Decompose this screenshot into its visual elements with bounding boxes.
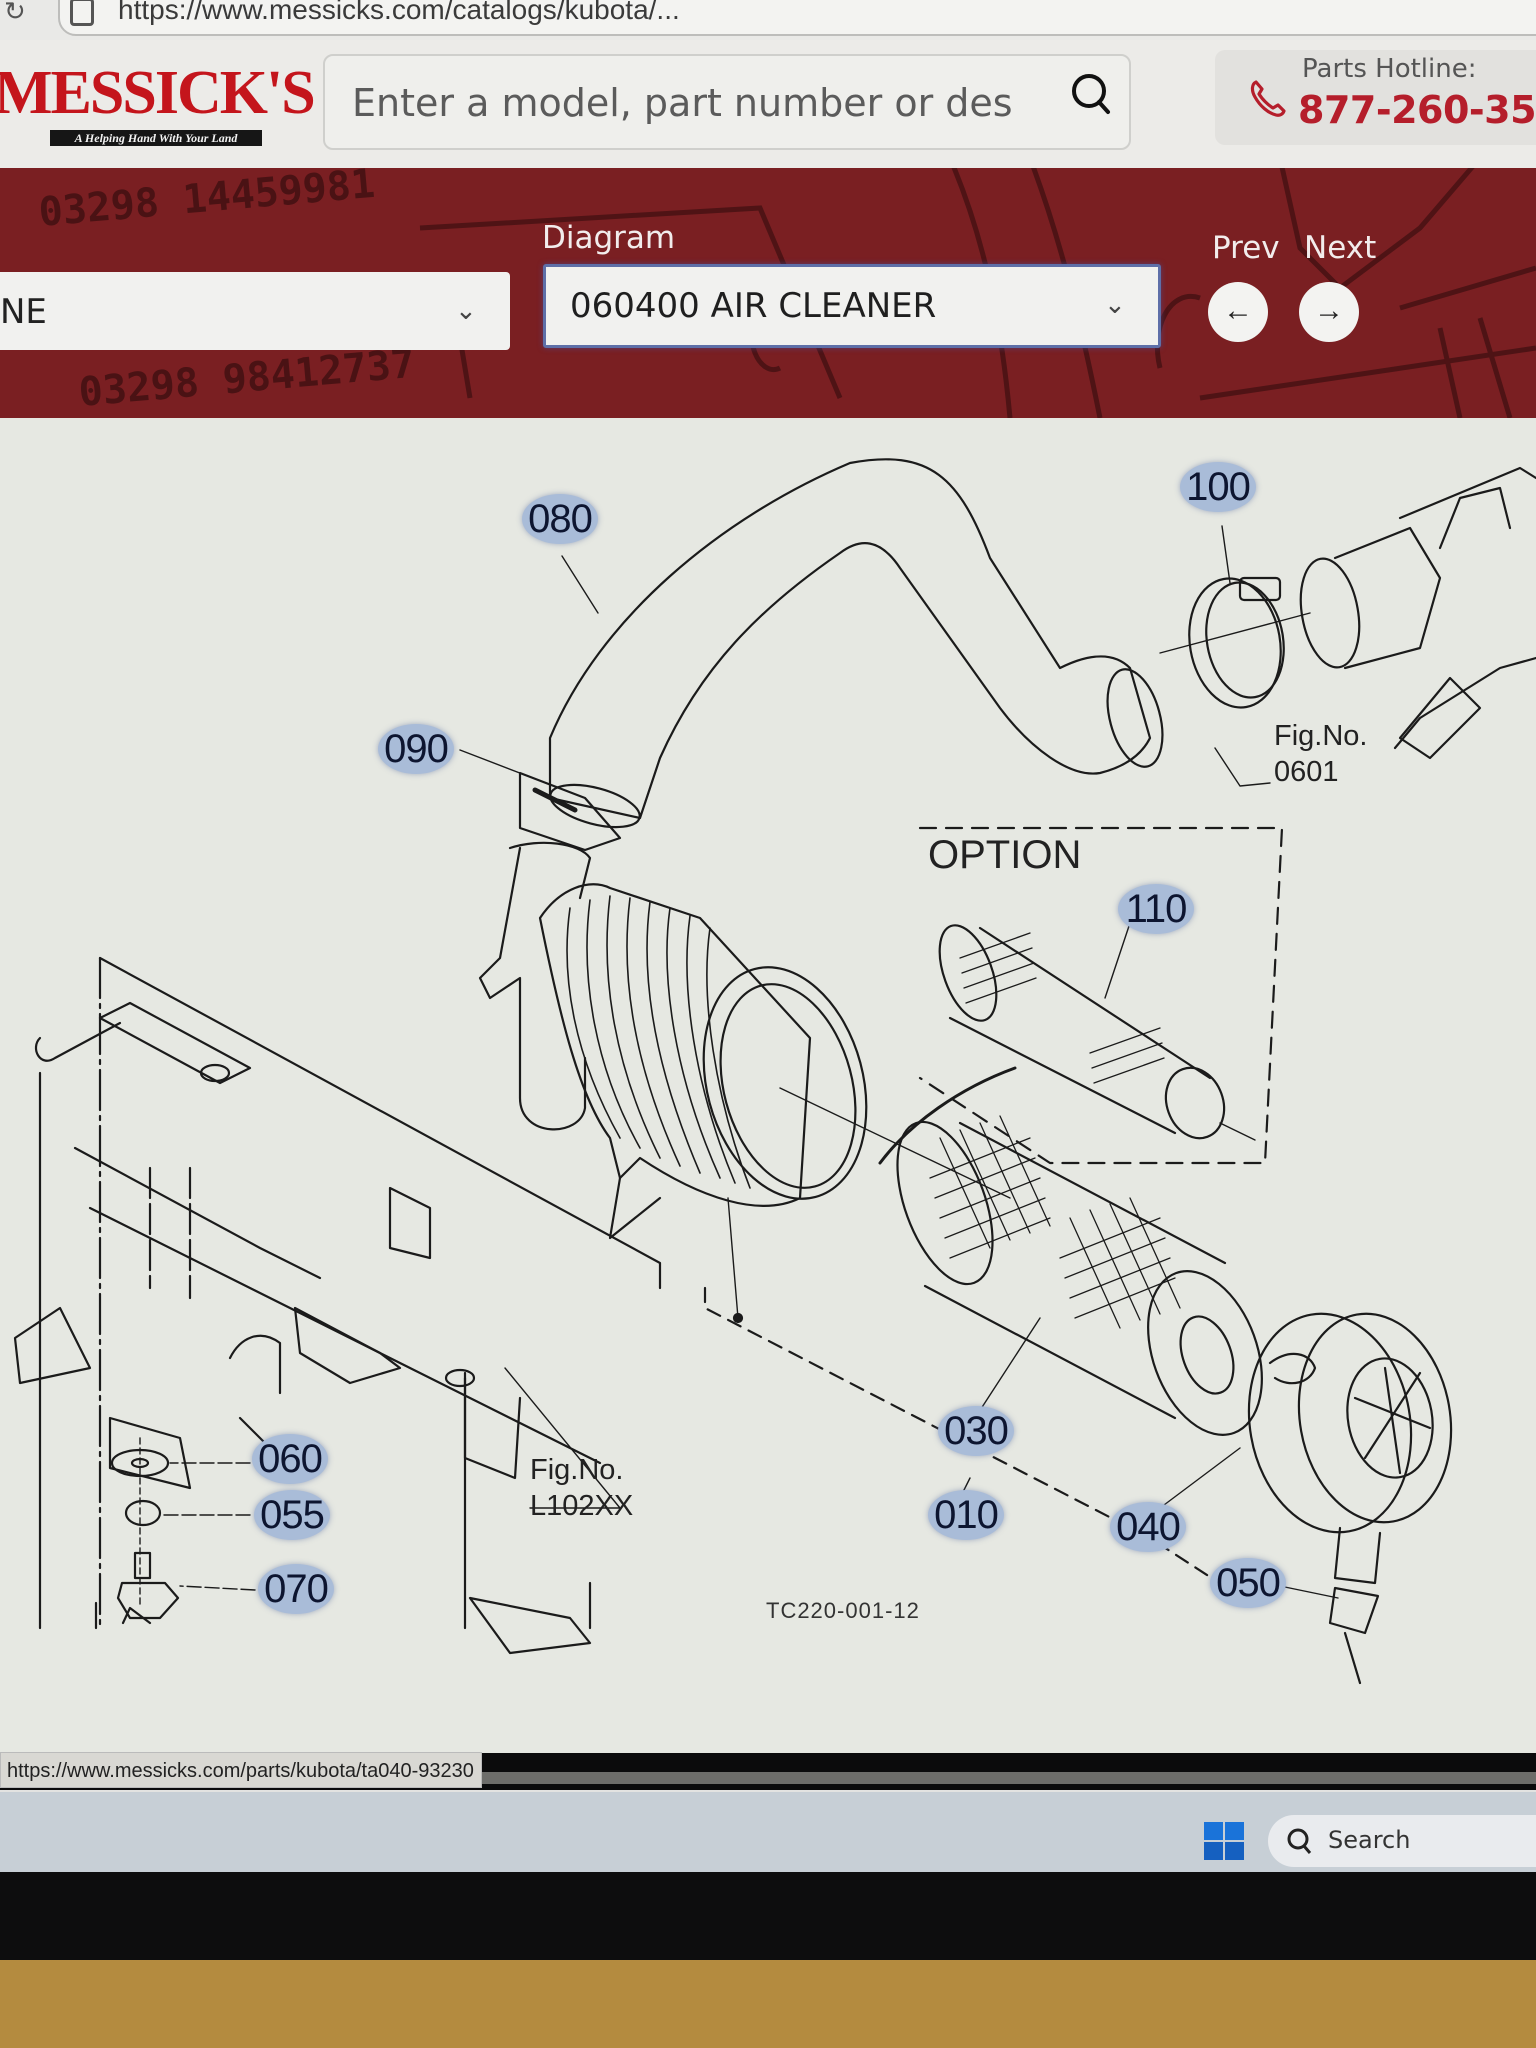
fig-ref-line2: L102XX — [530, 1490, 634, 1522]
hose-clamp-drawing — [1188, 576, 1285, 709]
background-number: 03298 14459981 — [37, 168, 377, 236]
fig-ref-l102xx[interactable]: Fig.No. L102XX — [530, 1452, 633, 1524]
prev-label: Prev — [1212, 230, 1280, 266]
arrow-right-icon: → — [1314, 294, 1344, 327]
option-box-drawing — [918, 826, 1284, 1165]
diagram-select[interactable] — [543, 264, 1161, 348]
air-cleaner-body-drawing — [478, 841, 1252, 1605]
exploded-view-drawing — [13, 458, 1536, 1685]
desk-surface — [0, 1960, 1536, 2048]
next-label: Next — [1304, 230, 1377, 266]
background-number: 03298 98412737 — [77, 341, 417, 416]
taskbar-search[interactable] — [1268, 1815, 1536, 1867]
mounting-hardware-drawing — [94, 1437, 180, 1630]
status-url-tooltip: https://www.messicks.com/parts/kubota/ta… — [0, 1752, 482, 1788]
phone-icon — [1250, 80, 1286, 117]
callout-leaders — [159, 525, 1339, 1599]
callout-070[interactable]: 070 — [258, 1564, 334, 1614]
callout-090[interactable]: 090 — [378, 724, 454, 774]
callout-080[interactable]: 080 — [522, 494, 598, 544]
section-select[interactable] — [0, 272, 510, 350]
fig-ref-0601[interactable]: Fig.No. 0601 — [1274, 718, 1367, 790]
reload-icon[interactable]: ↻ — [4, 0, 26, 26]
chevron-down-icon[interactable]: ⌄ — [1104, 289, 1126, 319]
intake-hose-drawing — [548, 458, 1164, 829]
search-icon[interactable] — [1068, 70, 1116, 118]
option-label: OPTION — [928, 833, 1082, 877]
monitor-bezel — [0, 1872, 1536, 1972]
site-info-icon[interactable] — [70, 0, 94, 26]
callout-050[interactable]: 050 — [1210, 1558, 1286, 1608]
logo-tagline: A Helping Hand With Your Land — [50, 130, 262, 146]
parts-hotline — [1215, 50, 1536, 145]
section-select-value[interactable]: NE — [0, 292, 47, 332]
parts-diagram: 080 100 090 110 060 055 070 030 010 040 … — [0, 418, 1536, 1753]
air-filter-element-drawing — [878, 1066, 1263, 1436]
horizontal-scrollbar[interactable] — [482, 1772, 1536, 1784]
callout-060[interactable]: 060 — [252, 1434, 328, 1484]
logo-wordmark[interactable]: MESSICK'S — [0, 59, 316, 127]
filter-mesh — [929, 1115, 1181, 1329]
address-bar[interactable] — [58, 0, 1536, 36]
callout-010[interactable]: 010 — [928, 1490, 1004, 1540]
fig-ref-line1: Fig.No. — [1274, 720, 1368, 752]
search-input[interactable] — [350, 74, 1014, 132]
intake-manifold-drawing — [1159, 466, 1536, 760]
diagram-select-value[interactable]: 060400 AIR CLEANER — [570, 286, 937, 326]
air-cleaner-cover-drawing — [1247, 1312, 1453, 1685]
diagram-select-label: Diagram — [542, 220, 676, 256]
callout-055[interactable]: 055 — [254, 1490, 330, 1540]
fig-ref-line1: Fig.No. — [530, 1454, 624, 1486]
browser-chrome: ↻ https://www.messicks.com/catalogs/kubo… — [0, 0, 1536, 40]
callout-110[interactable]: 110 — [1118, 884, 1194, 934]
hotline-number[interactable]: 877-260-3528 — [1298, 88, 1536, 132]
search-icon — [1287, 1828, 1312, 1854]
callout-100[interactable]: 100 — [1180, 462, 1256, 512]
drawing-code: TC220-001-12 — [766, 1598, 920, 1623]
hotline-label: Parts Hotline: — [1302, 54, 1477, 84]
url-text[interactable]: https://www.messicks.com/catalogs/kubota… — [118, 0, 680, 25]
next-diagram-button[interactable]: → — [1299, 282, 1359, 342]
prev-diagram-button[interactable]: ← — [1208, 282, 1268, 342]
callout-030[interactable]: 030 — [938, 1406, 1014, 1456]
arrow-left-icon: ← — [1223, 294, 1253, 327]
clamp-drawing — [518, 771, 622, 852]
chevron-down-icon[interactable]: ⌄ — [455, 295, 477, 325]
windows-start-icon[interactable] — [1204, 1822, 1244, 1860]
frame-drawing — [13, 956, 662, 1655]
taskbar-search-label: Search — [1328, 1826, 1411, 1854]
callout-040[interactable]: 040 — [1110, 1502, 1186, 1552]
fig-ref-line2: 0601 — [1274, 756, 1339, 788]
